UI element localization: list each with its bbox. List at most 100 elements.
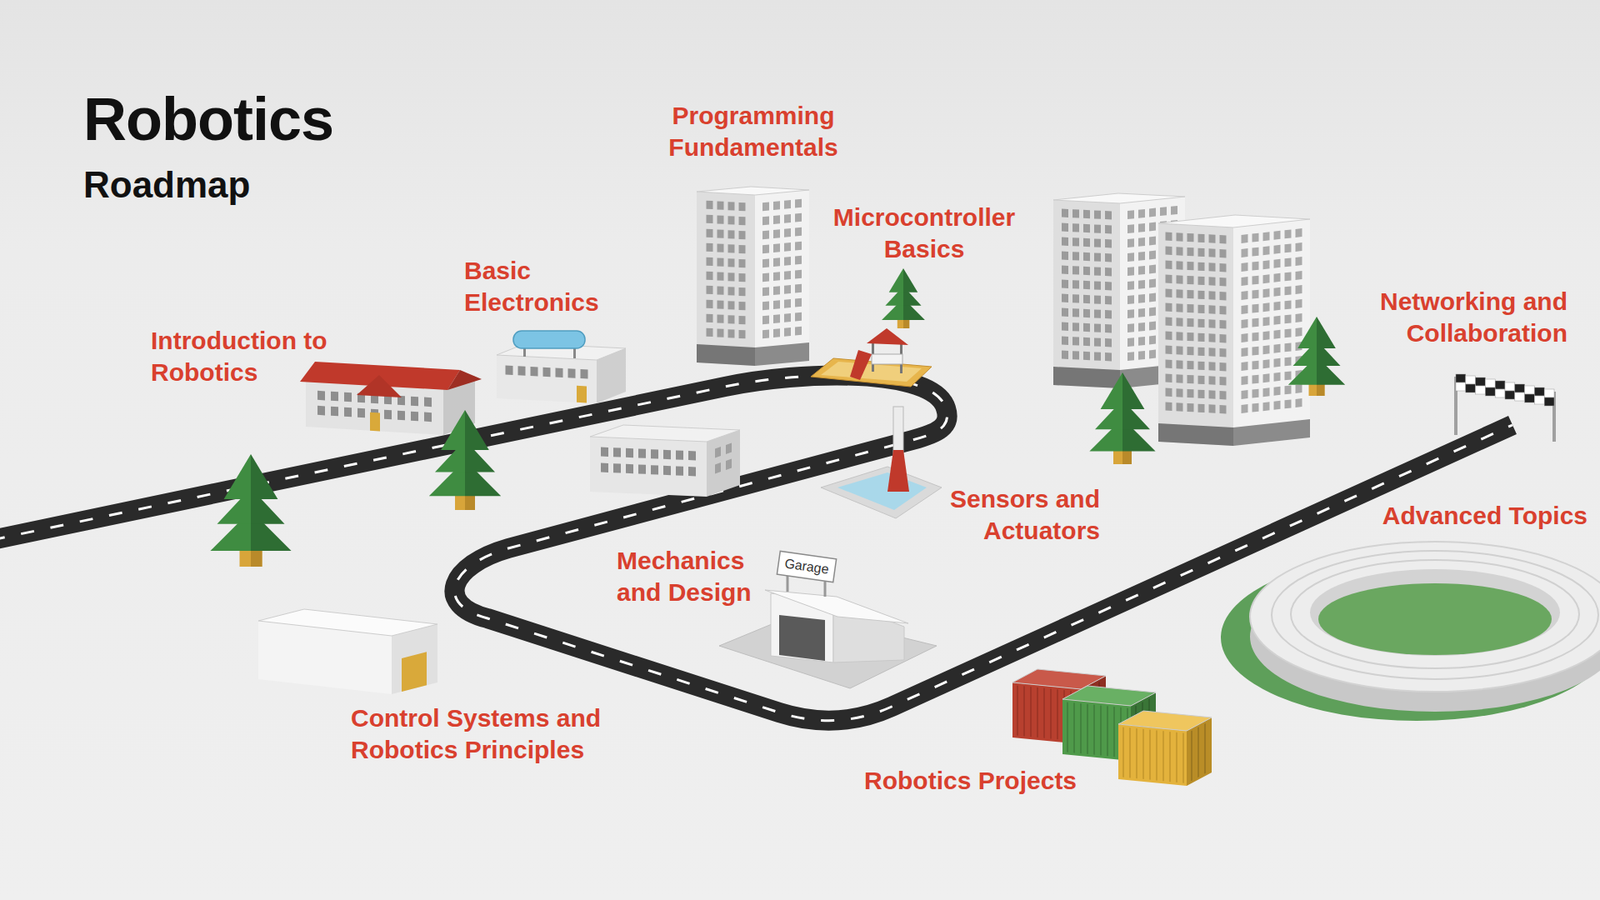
sand (820, 361, 922, 382)
tower-front-detail (696, 200, 755, 366)
window (1220, 263, 1227, 272)
window (663, 450, 671, 460)
window (1252, 389, 1260, 399)
window (1094, 351, 1101, 360)
window (1094, 238, 1101, 247)
container-rib (1155, 730, 1158, 780)
window (728, 272, 735, 281)
window (1285, 342, 1292, 352)
window (1263, 288, 1270, 298)
tree-crown-shade (903, 268, 918, 293)
stop-label: Microcontroller Basics (820, 201, 1029, 265)
window (1165, 288, 1173, 297)
window (1165, 231, 1173, 240)
window (1263, 345, 1270, 355)
window (1241, 262, 1249, 272)
checkered-banner (1534, 387, 1545, 396)
tower-front (696, 191, 755, 366)
window (555, 368, 564, 378)
window (1094, 224, 1101, 233)
window (1176, 232, 1184, 241)
window (728, 329, 735, 338)
window (795, 199, 802, 209)
container-rib (1106, 705, 1109, 756)
window (1165, 345, 1173, 354)
window (1274, 230, 1281, 240)
window (1083, 295, 1090, 304)
container-rib (1197, 727, 1200, 778)
window (1209, 262, 1216, 271)
window (1138, 350, 1145, 360)
stop-label: Programming Fundamentals (645, 100, 862, 164)
window (638, 448, 646, 458)
container-rib (1149, 730, 1151, 780)
window (784, 285, 791, 295)
window (1138, 265, 1145, 275)
window (1061, 223, 1069, 232)
window (1209, 234, 1216, 243)
window (1263, 373, 1270, 383)
container-rib (1093, 705, 1095, 755)
window (1252, 332, 1260, 342)
label-holder: Robotics (83, 81, 584, 158)
checkered-banner (1485, 379, 1495, 388)
window (1083, 266, 1090, 275)
window (762, 258, 770, 268)
window (1198, 375, 1205, 385)
window (1198, 305, 1205, 314)
container-rib (1050, 688, 1052, 739)
gazebo-deck (871, 354, 903, 365)
container-rib (1175, 732, 1178, 783)
tower-front-detail (1158, 231, 1234, 446)
tower-side (755, 190, 810, 366)
tower-side-detail (755, 198, 810, 366)
window (784, 327, 791, 337)
container-rib (1030, 686, 1032, 737)
checkered-banner (1544, 389, 1555, 398)
window (1252, 247, 1260, 257)
tower-front-detail (1053, 208, 1120, 389)
electronics-building (496, 343, 626, 404)
shipping-container-roof (1062, 685, 1156, 706)
window (773, 215, 780, 225)
window (773, 229, 780, 239)
window (1274, 400, 1281, 410)
window (625, 464, 634, 474)
window (1127, 266, 1135, 276)
window (762, 300, 770, 310)
window (784, 256, 791, 266)
window (1061, 280, 1069, 289)
fountain-pool (837, 472, 927, 510)
window (1295, 313, 1303, 323)
window (1187, 290, 1195, 299)
stop-label: Mechanics and Design (616, 545, 775, 609)
window (795, 284, 802, 294)
stadium-ring (1290, 560, 1580, 669)
window (1187, 261, 1195, 270)
window (1094, 280, 1101, 290)
tree-trunk (1113, 449, 1132, 465)
window (1127, 280, 1135, 290)
container-rib (1129, 727, 1131, 778)
checkered-banner (1515, 392, 1525, 401)
tower-base (1233, 419, 1310, 446)
window (717, 200, 725, 210)
container-rib (1086, 704, 1089, 755)
window (1263, 245, 1270, 255)
window (1072, 280, 1080, 289)
window (1285, 271, 1292, 281)
window (357, 408, 365, 419)
stop-label: Control Systems and Robotics Principles (350, 702, 626, 766)
window (1072, 294, 1080, 303)
warehouse-door (401, 651, 427, 692)
window (1165, 387, 1173, 396)
checkered-banner (1515, 384, 1525, 393)
label-holder: Robotics Projects (864, 765, 1115, 797)
shipping-container-front (1118, 724, 1187, 786)
window (1285, 257, 1292, 267)
window (1295, 384, 1303, 394)
checkered-banner (1505, 382, 1515, 391)
window (1187, 304, 1195, 313)
stadium-bowl (1310, 569, 1560, 656)
window (1209, 276, 1216, 285)
